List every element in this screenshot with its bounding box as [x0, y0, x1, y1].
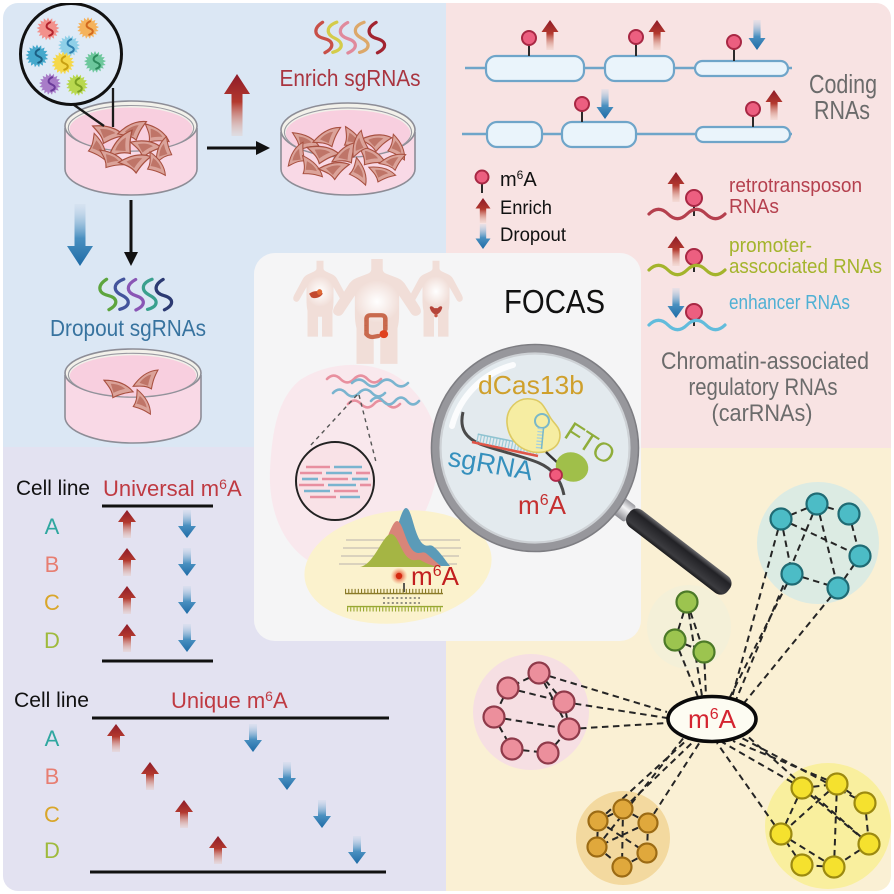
svg-text:Dropout: Dropout — [500, 225, 567, 246]
svg-text:RNAs: RNAs — [729, 196, 779, 218]
svg-text:B: B — [45, 552, 60, 577]
svg-text:A: A — [45, 726, 60, 751]
svg-text:Chromatin-associated: Chromatin-associated — [661, 348, 869, 375]
svg-text:Coding: Coding — [809, 71, 877, 99]
svg-text:dCas13b: dCas13b — [478, 370, 584, 400]
svg-text:D: D — [44, 838, 60, 863]
svg-text:promoter-: promoter- — [729, 235, 812, 257]
svg-text:Enrich sgRNAs: Enrich sgRNAs — [280, 65, 421, 91]
svg-text:asscociated RNAs: asscociated RNAs — [729, 256, 882, 278]
svg-text:Dropout sgRNAs: Dropout sgRNAs — [50, 315, 206, 341]
svg-text:C: C — [44, 590, 60, 615]
svg-text:Cell line: Cell line — [16, 477, 90, 500]
svg-text:enhancer RNAs: enhancer RNAs — [729, 292, 850, 314]
svg-text:Enrich: Enrich — [500, 198, 552, 219]
svg-text:m6A: m6A — [500, 168, 537, 191]
svg-text:regulatory RNAs: regulatory RNAs — [689, 374, 838, 401]
svg-text:RNAs: RNAs — [814, 97, 870, 125]
svg-text:D: D — [44, 628, 60, 653]
svg-text:retrotransposon: retrotransposon — [729, 175, 862, 197]
svg-text:FOCAS: FOCAS — [504, 283, 605, 320]
svg-text:B: B — [45, 764, 60, 789]
svg-text:C: C — [44, 802, 60, 827]
svg-text:Universal m6A: Universal m6A — [103, 476, 242, 501]
svg-text:Cell line: Cell line — [14, 689, 89, 712]
svg-text:(carRNAs): (carRNAs) — [712, 400, 813, 427]
svg-text:A: A — [45, 514, 60, 539]
